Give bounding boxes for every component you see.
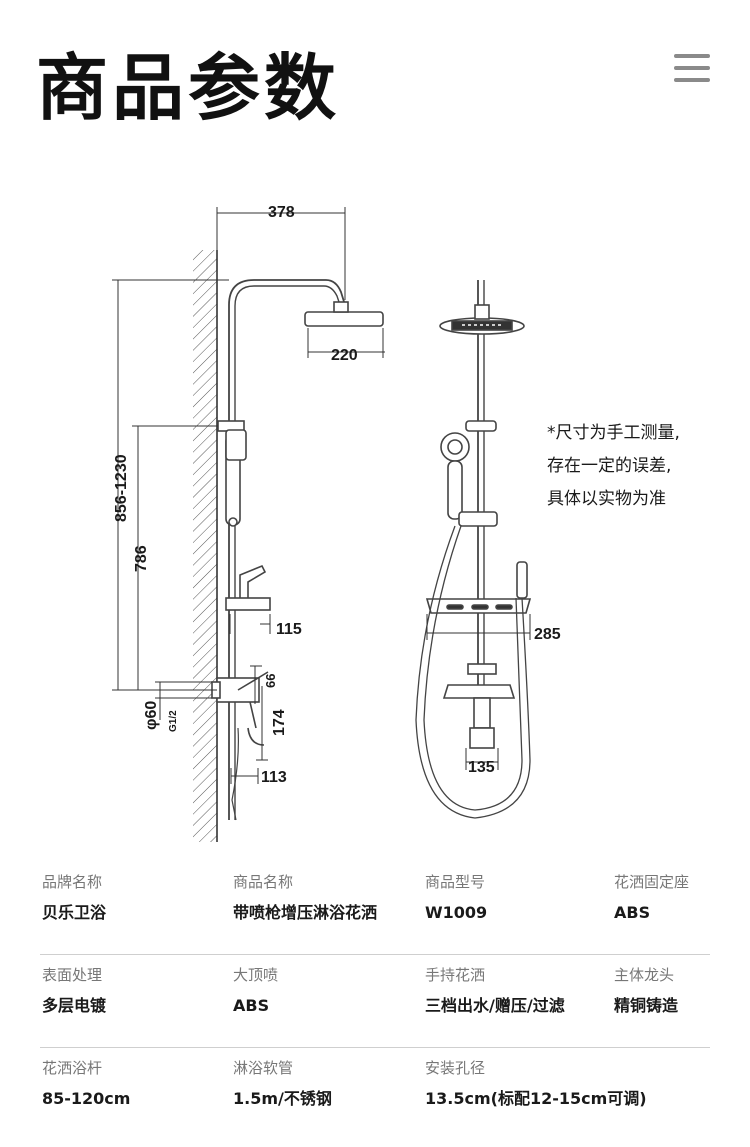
spec-label: 品牌名称	[42, 873, 103, 891]
spec-surface: 表面处理 多层电镀	[42, 965, 106, 1017]
spec-label: 主体龙头	[614, 966, 675, 984]
spray-gun-side	[239, 564, 267, 601]
side-dimension-labels: 378 220 856-1230 786 115 66 174 113 φ60 …	[113, 204, 358, 786]
spec-model: 商品型号 W1009	[425, 872, 487, 924]
spec-label: 花洒固定座	[614, 873, 690, 891]
spec-label: 表面处理	[42, 966, 103, 984]
spec-value: 精铜铸造	[614, 996, 679, 1015]
page-title: 商品参数	[36, 46, 341, 130]
spec-handheld: 手持花洒 三档出水/赠压/过滤	[425, 965, 565, 1017]
dim-shelf-depth: 115	[276, 621, 302, 638]
spec-product-name: 商品名称 带喷枪增压淋浴花洒	[233, 872, 377, 924]
spec-row-2: 表面处理 多层电镀 大顶喷 ABS 手持花洒 三档出水/赠压/过滤 主体龙头 精…	[40, 955, 710, 1048]
wall	[193, 250, 217, 842]
menu-icon[interactable]	[674, 54, 710, 82]
spec-label: 手持花洒	[425, 966, 486, 984]
dim-shelf-width: 285	[534, 626, 561, 643]
spec-holder: 花洒固定座 ABS	[614, 872, 689, 924]
shower-bar	[228, 279, 346, 820]
spec-label: 商品型号	[425, 873, 486, 891]
spec-overhead: 大顶喷 ABS	[233, 965, 278, 1017]
spec-value: 85-120cm	[42, 1089, 131, 1108]
spec-bar: 花洒浴杆 85-120cm	[42, 1058, 130, 1110]
spec-hose: 淋浴软管 1.5m/不锈钢	[233, 1058, 332, 1110]
dim-bar-height: 786	[133, 545, 150, 572]
dim-height-range: 856-1230	[113, 454, 130, 522]
spec-value: 贝乐卫浴	[42, 903, 107, 922]
dim-thread: G1/2	[168, 710, 179, 732]
spec-label: 淋浴软管	[233, 1059, 294, 1077]
spec-row-3: 花洒浴杆 85-120cm 淋浴软管 1.5m/不锈钢 安装孔径 13.5cm(…	[40, 1048, 710, 1140]
spec-brand: 品牌名称 贝乐卫浴	[42, 872, 106, 924]
front-dimensions	[426, 614, 531, 770]
spec-row-1: 品牌名称 贝乐卫浴 商品名称 带喷枪增压淋浴花洒 商品型号 W1009 花洒固定…	[40, 862, 710, 955]
spec-value: 多层电镀	[42, 996, 107, 1015]
spray-gun-front	[516, 561, 528, 599]
spec-faucet: 主体龙头 精铜铸造	[614, 965, 678, 1017]
dim-top-width: 378	[268, 204, 295, 221]
spec-value: 13.5cm(标配12-15cm可调)	[425, 1089, 647, 1108]
side-dimensions	[112, 207, 385, 784]
spec-label: 商品名称	[233, 873, 294, 891]
side-view	[193, 250, 384, 842]
spec-table: 品牌名称 贝乐卫浴 商品名称 带喷枪增压淋浴花洒 商品型号 W1009 花洒固定…	[0, 862, 750, 1140]
front-dimension-labels: 285 135	[468, 626, 561, 776]
shower-dimension-diagram: 378 220 856-1230 786 115 66 174 113 φ60 …	[112, 204, 561, 842]
front-view	[415, 280, 532, 819]
spec-value: ABS	[614, 903, 651, 922]
spec-label: 花洒浴杆	[42, 1059, 103, 1077]
dim-valve-thread: 66	[263, 674, 278, 688]
spec-value: 三档出水/赠压/过滤	[425, 996, 565, 1015]
note-line-3: 具体以实物为准	[547, 489, 666, 509]
spec-value: 带喷枪增压淋浴花洒	[233, 903, 378, 922]
spec-value: ABS	[233, 996, 270, 1015]
spec-hole: 安装孔径 13.5cm(标配12-15cm可调)	[425, 1058, 647, 1110]
shelf-side	[225, 597, 271, 611]
mixer-front	[467, 663, 497, 675]
note-line-1: *尺寸为手工测量,	[547, 423, 680, 443]
measurement-note: *尺寸为手工测量, 存在一定的误差, 具体以实物为准	[547, 417, 680, 516]
spec-value: 1.5m/不锈钢	[233, 1089, 332, 1108]
hose-front	[415, 525, 531, 819]
spec-label: 大顶喷	[233, 966, 279, 984]
note-line-2: 存在一定的误差,	[547, 456, 672, 476]
dim-head-diameter: 220	[331, 347, 358, 364]
spec-label: 安装孔径	[425, 1059, 486, 1077]
spec-value: W1009	[425, 903, 488, 922]
dim-spout-reach: 113	[261, 769, 287, 786]
overhead-head-side	[304, 311, 384, 327]
dim-spout-drop: 174	[271, 709, 288, 736]
dim-pipe-diameter: φ60	[143, 701, 160, 730]
dim-valve-spacing: 135	[468, 759, 495, 776]
